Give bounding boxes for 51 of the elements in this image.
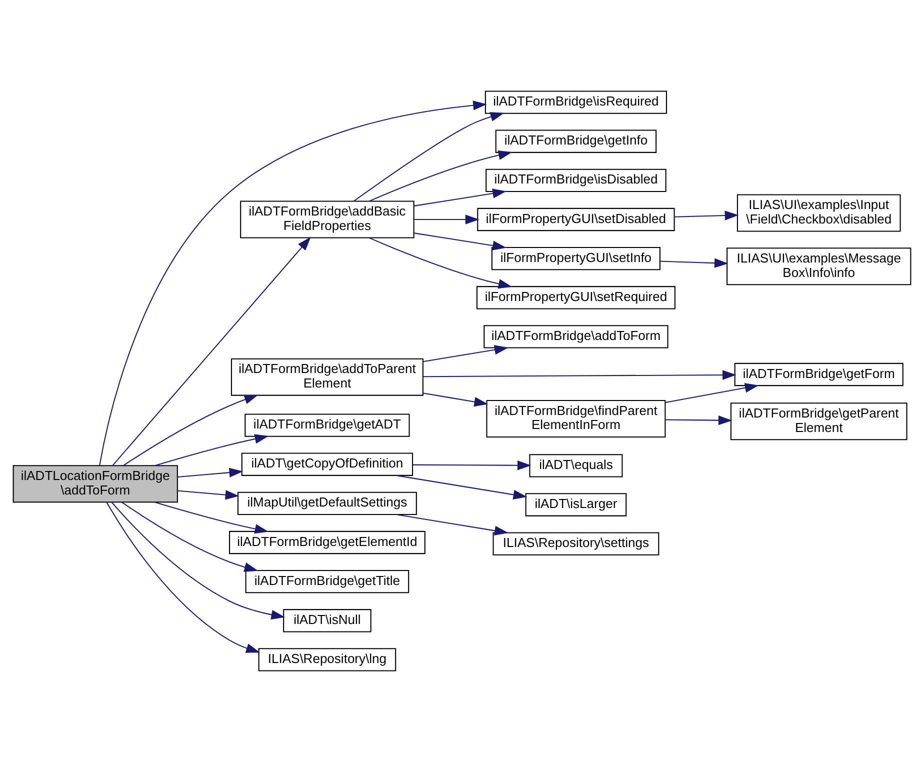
arrow <box>369 236 512 288</box>
arrow <box>353 112 504 202</box>
arrow <box>665 414 732 425</box>
arrow <box>154 501 269 534</box>
node-box: ilADTFormBridge\isDisabled <box>486 168 666 192</box>
arrow <box>177 467 244 478</box>
node-box: ilADTFormBridge\getElementId <box>229 530 426 554</box>
arrow <box>674 210 739 220</box>
arrow <box>422 344 508 362</box>
arrow <box>396 474 528 499</box>
node-box: ILIAS\Repository\lng <box>258 648 396 671</box>
node-box: ilADTFormBridge\findParent ElementInForm <box>486 400 666 438</box>
node-box: ILIAS\UI\examples\Message Box\Info\info <box>726 247 912 285</box>
node-box: ilADTFormBridge\getADT <box>244 413 410 436</box>
node-box: ilFormPropertyGUI\setRequired <box>476 286 676 309</box>
node-box: ilMapUtil\getDefaultSettings <box>237 491 417 515</box>
arrow <box>665 382 759 403</box>
arrow <box>177 490 240 500</box>
node-box: ILIAS\Repository\settings <box>492 532 660 555</box>
arrow <box>154 434 269 466</box>
arrow <box>396 514 508 535</box>
node-box: ilADTFormBridge\addToParent Element <box>230 358 424 396</box>
node-box: ilADT\getCopyOfDefinition <box>241 452 414 476</box>
node-box: ilADTFormBridge\getForm <box>734 362 904 386</box>
node-box: ilADT\equals <box>529 454 623 477</box>
arrow <box>660 258 728 268</box>
arrow <box>412 460 532 470</box>
arrow <box>414 214 480 224</box>
node-box: ilADT\isLarger <box>525 492 627 516</box>
node-box: ilADTFormBridge\getParent Element <box>730 402 908 440</box>
node-box: ilADTLocationFormBridge \addToForm <box>12 464 178 502</box>
node-box: ilADTFormBridge\addToForm <box>484 324 668 348</box>
node-box: ilADTFormBridge\getInfo <box>495 129 657 152</box>
arrow <box>122 501 258 572</box>
node-box: ilFormPropertyGUI\setDisabled <box>477 207 675 231</box>
arrow <box>414 232 506 250</box>
arrow <box>111 501 286 619</box>
arrow <box>422 392 488 406</box>
node-box: ilFormPropertyGUI\setInfo <box>491 246 660 270</box>
node-box: ilADTFormBridge\isRequired <box>484 90 667 114</box>
node-box: ilADT\isNull <box>283 608 372 632</box>
node-box: ilADTFormBridge\getTitle <box>245 569 410 593</box>
arrow <box>369 150 512 202</box>
arrow <box>112 236 311 466</box>
node-box: ilADTFormBridge\addBasic FieldProperties <box>240 200 414 238</box>
arrow <box>99 100 487 465</box>
arrow <box>123 394 258 466</box>
arrow <box>106 502 260 652</box>
arrow <box>414 188 506 206</box>
arrow <box>423 370 736 380</box>
node-box: ILIAS\UI\examples\Input \Field\Checkbox\disabled <box>736 194 901 232</box>
